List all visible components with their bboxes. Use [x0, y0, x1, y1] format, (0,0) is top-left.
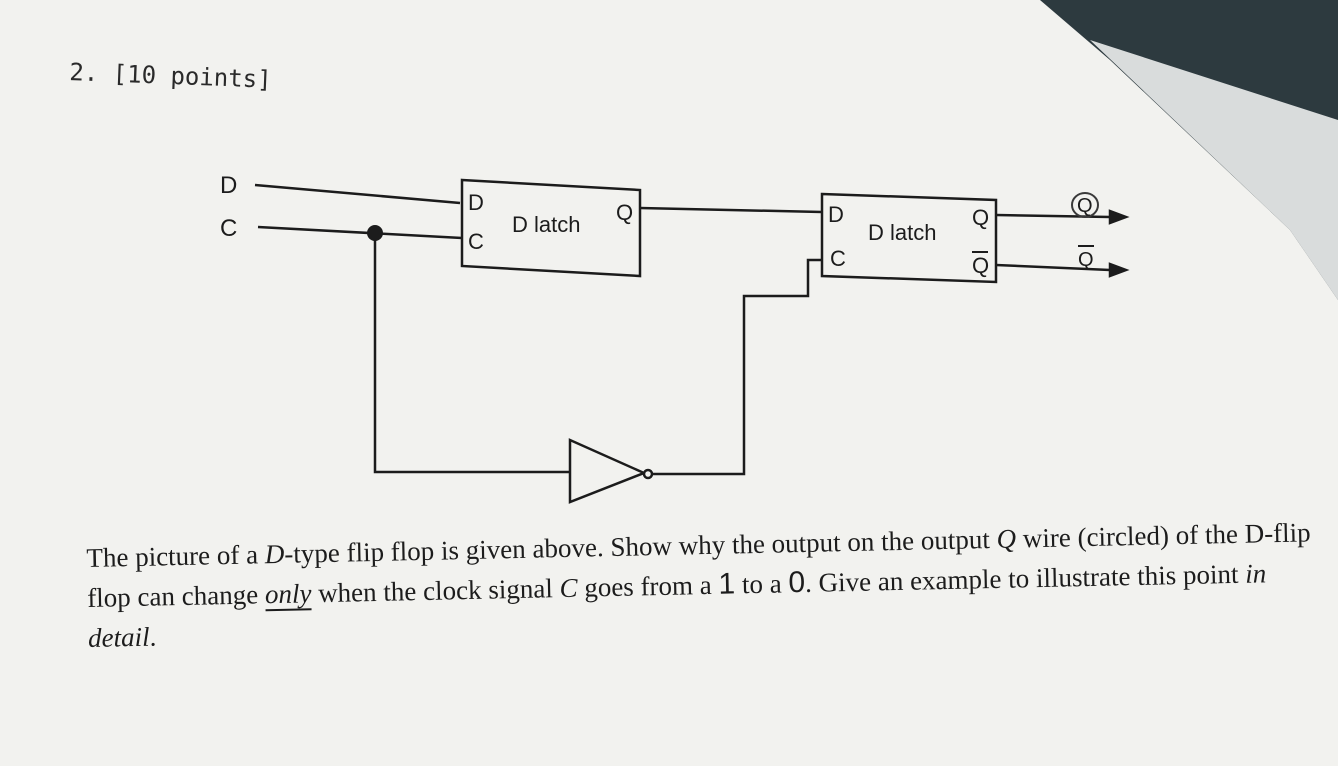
desc-part: . Give an example to illustrate this poi…	[804, 558, 1246, 598]
desc-part: to a	[734, 568, 789, 600]
junction-dot	[367, 225, 383, 241]
desc-part: -type flip flop is given above. Show why…	[283, 523, 997, 569]
output-qbar-label: Q	[1078, 249, 1094, 271]
input-d-label: D	[220, 172, 237, 199]
desc-part: .	[149, 621, 157, 652]
output-q-label: Q	[1077, 195, 1093, 217]
desc-one: 1	[718, 567, 736, 601]
latch1-c-pin: C	[468, 229, 484, 254]
desc-zero: 0	[788, 565, 806, 600]
inverted-clock-wire	[652, 258, 822, 476]
latch1-q-wire	[639, 206, 823, 214]
latch2-c-pin: C	[830, 246, 846, 271]
latch1-name: D latch	[512, 212, 580, 237]
clock-branch-wire	[373, 233, 570, 474]
qbar-output-wire	[995, 263, 1111, 272]
desc-d-var: D	[264, 538, 285, 570]
d-input-wire	[254, 183, 461, 205]
latch2-d-pin: D	[828, 202, 844, 227]
latch2-qbar-pin: Q	[972, 253, 989, 278]
latch2-box	[820, 192, 998, 284]
latch1-d-pin: D	[468, 190, 484, 215]
desc-part: goes from a	[577, 569, 719, 603]
inverter	[568, 438, 648, 504]
desc-only-emphasis: only	[264, 578, 312, 612]
latch1-box	[460, 178, 642, 278]
desc-c-var: C	[559, 572, 578, 604]
latch2-name: D latch	[868, 220, 936, 245]
desc-part: when the clock signal	[311, 573, 560, 609]
latch2-q-pin: Q	[972, 205, 989, 230]
c-input-wire	[257, 225, 463, 240]
circled-q-output	[1071, 192, 1099, 218]
inverter-bubble	[642, 468, 654, 480]
desc-part: The picture of a	[86, 539, 266, 573]
input-c-label: C	[220, 215, 237, 242]
desc-q-var: Q	[996, 523, 1017, 554]
latch1-q-pin: Q	[616, 200, 633, 225]
